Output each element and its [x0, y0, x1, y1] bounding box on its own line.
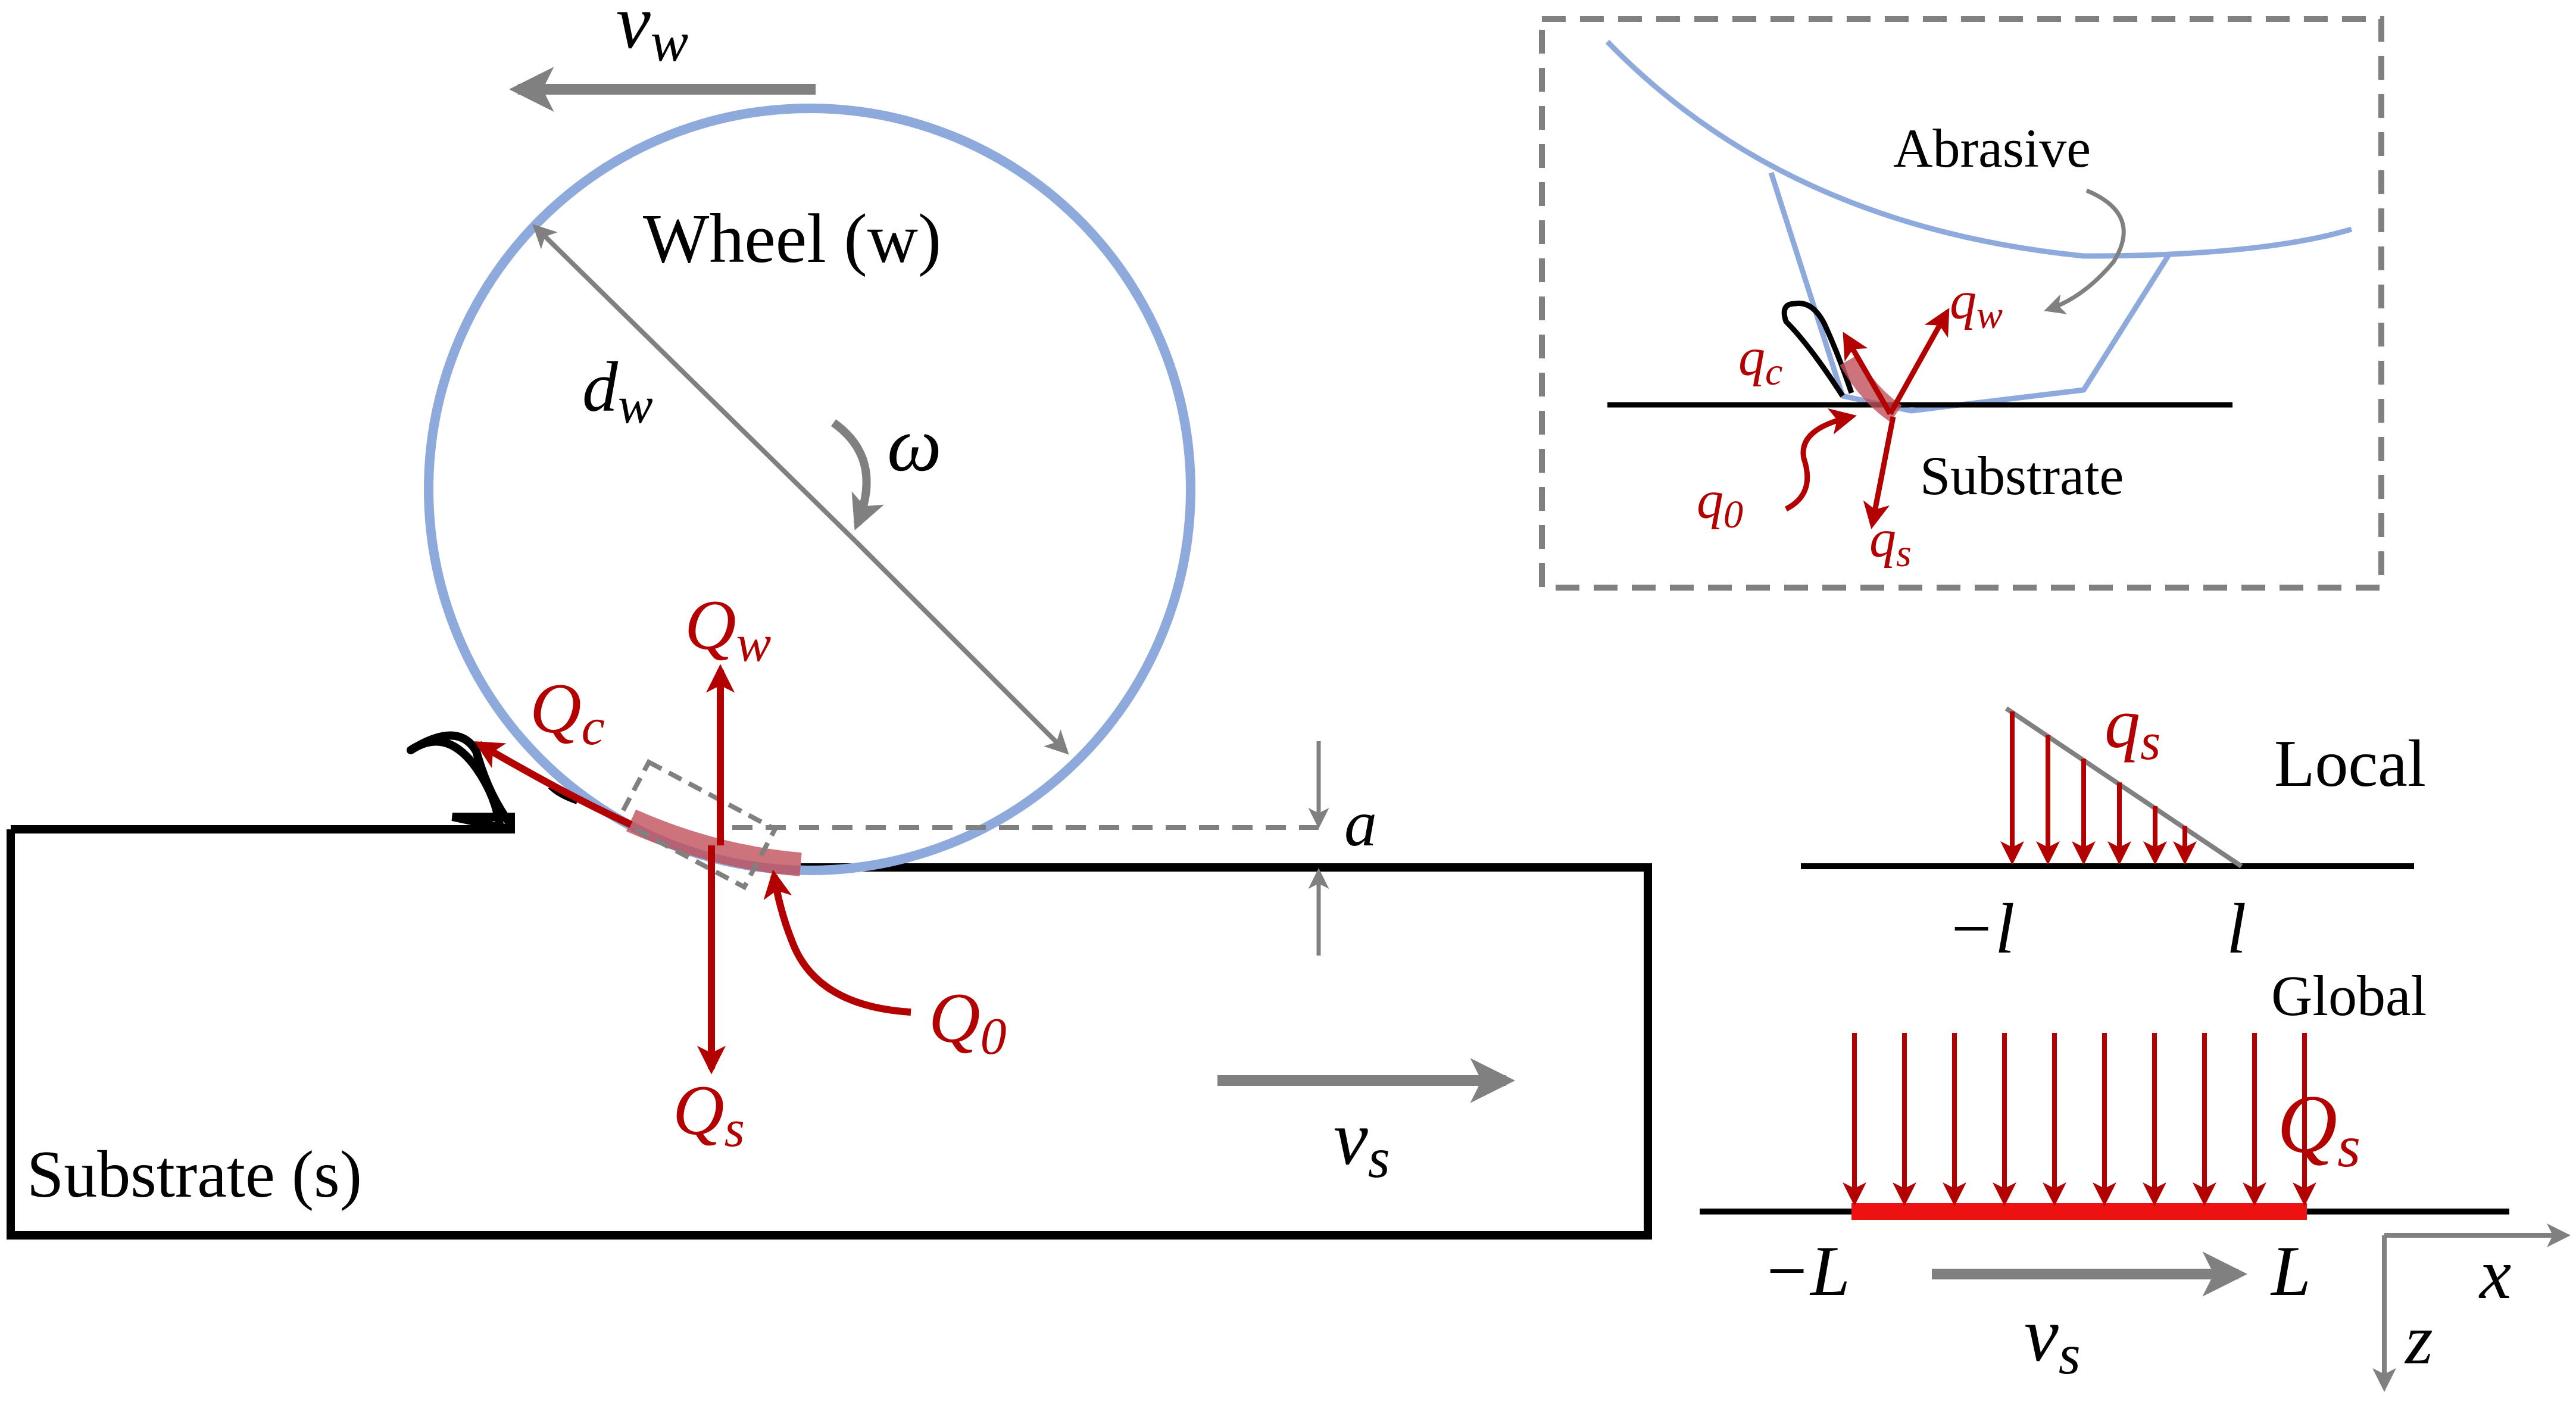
wheel-circle	[424, 104, 1195, 875]
chip-shape	[407, 731, 515, 830]
inset-panel: Abrasive Substrate qw qc q0 qs	[1539, 16, 2384, 591]
wheel-velocity-label: vw	[616, 0, 688, 73]
inset-chip	[1781, 300, 1854, 398]
global-velocity-label: vs	[2024, 1292, 2081, 1386]
Qw-label: Qw	[685, 585, 772, 673]
Q0-label: Q0	[929, 978, 1007, 1066]
local-plus-l-label: l	[2227, 889, 2246, 968]
inset-qc-label: qc	[1738, 328, 1782, 394]
local-distribution: qs Local −l l	[1801, 683, 2426, 968]
substrate-velocity-label: vs	[1334, 1095, 1390, 1190]
global-Qs-label: Qs	[2277, 1078, 2360, 1179]
rotation-arrow	[830, 419, 885, 530]
contact-heat-band	[626, 809, 802, 876]
Qc-arrow	[474, 741, 633, 828]
x-axis-label: x	[2478, 1234, 2511, 1313]
inset-qw-label: qw	[1950, 271, 2003, 337]
substrate-outline	[7, 813, 1652, 1240]
inset-qw-arrow	[1888, 308, 1950, 416]
z-axis-label: z	[2404, 1300, 2433, 1379]
inset-abrasive-pointer	[2044, 188, 2126, 314]
global-flux-arrows	[1843, 1033, 2316, 1206]
inset-q0-arrow	[1784, 408, 1857, 512]
inset-frame	[1539, 16, 2384, 591]
inset-qs-arrow	[1863, 416, 1896, 529]
inset-qc-arrow	[1843, 332, 1893, 416]
diameter-label: dw	[582, 347, 653, 435]
global-title: Global	[2271, 964, 2427, 1028]
diameter-arrow-down	[854, 540, 1069, 755]
depth-label-a: a	[1344, 787, 1377, 860]
Qs-label: Qs	[673, 1070, 745, 1158]
local-title: Local	[2274, 727, 2426, 801]
local-triangle-edge	[2004, 706, 2243, 869]
inset-substrate-label: Substrate	[1920, 445, 2124, 506]
Qc-label: Qc	[530, 669, 605, 756]
Q0-arrow	[763, 869, 911, 1016]
inset-abrasive-label: Abrasive	[1893, 118, 2091, 179]
substrate-label: Substrate (s)	[27, 1138, 362, 1212]
global-plus-L-label: L	[2270, 1231, 2311, 1310]
inset-q0-label: q0	[1697, 471, 1743, 536]
inset-wheel-arc	[1605, 39, 2353, 259]
main-scene: a vw Wheel (w) dw ω Qw Qc	[7, 0, 1652, 1240]
inset-abrasive-grain	[1768, 171, 2172, 414]
inset-qs-label: qs	[1869, 510, 1912, 575]
local-flux-arrows	[2000, 711, 2197, 865]
local-minus-l-label: −l	[1947, 889, 2015, 968]
local-qs-label: qs	[2104, 683, 2160, 771]
rotation-label: ω	[887, 402, 942, 488]
global-distribution: Global Qs −L L vs x z	[1700, 964, 2571, 1392]
diameter-arrow-up	[532, 224, 858, 544]
global-minus-L-label: −L	[1762, 1231, 1850, 1310]
inset-marker-box	[614, 758, 779, 891]
wheel-label: Wheel (w)	[643, 199, 941, 277]
